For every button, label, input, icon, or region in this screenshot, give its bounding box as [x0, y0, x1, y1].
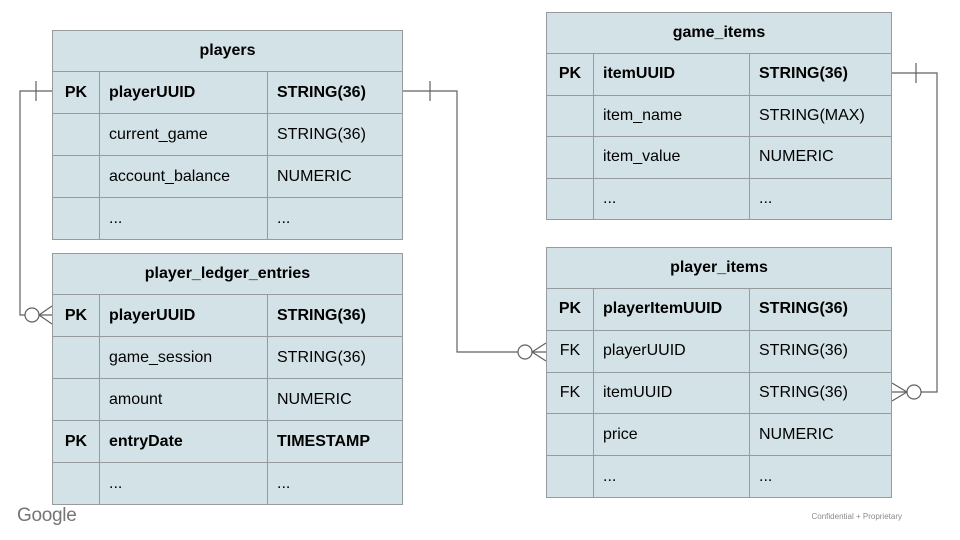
- column-type-cell: TIMESTAMP: [268, 420, 402, 462]
- key-cell: FK: [547, 371, 594, 414]
- column-name-cell: current_game: [100, 113, 268, 155]
- column-name-cell: playerUUID: [100, 294, 268, 336]
- column-type-cell: STRING(36): [750, 53, 891, 95]
- column-type-cell: STRING(36): [268, 113, 402, 155]
- column-type-cell: ...: [750, 177, 891, 219]
- relationship-players-to-player-ledger-entries: [19, 81, 53, 325]
- key-cell: [53, 378, 100, 420]
- column-name-cell: item_name: [594, 94, 750, 136]
- crow-foot-icon: [891, 382, 908, 402]
- key-cell: [53, 197, 100, 239]
- column-name-cell: game_session: [100, 336, 268, 378]
- key-cell: [53, 462, 100, 504]
- cardinality-zero-circle-icon: [906, 384, 922, 400]
- key-cell: PK: [53, 71, 100, 113]
- table-title: players: [199, 42, 256, 59]
- column-name-cell: ...: [594, 177, 750, 219]
- column-name-cell: entryDate: [100, 420, 268, 462]
- key-cell: PK: [547, 53, 594, 95]
- column-type-cell: STRING(MAX): [750, 94, 891, 136]
- column-type-cell: NUMERIC: [750, 413, 891, 456]
- column-type-cell: ...: [750, 455, 891, 497]
- cardinality-zero-circle-icon: [517, 344, 533, 360]
- column-name-cell: playerUUID: [100, 71, 268, 113]
- column-type-cell: NUMERIC: [268, 378, 402, 420]
- column-name-cell: playerItemUUID: [594, 288, 750, 330]
- key-cell: PK: [53, 420, 100, 462]
- column-type-cell: STRING(36): [750, 288, 891, 330]
- column-type-cell: ...: [268, 197, 402, 239]
- crow-foot-icon: [38, 305, 53, 325]
- key-cell: [547, 177, 594, 219]
- key-cell: [53, 113, 100, 155]
- column-type-cell: STRING(36): [750, 329, 891, 372]
- table-title: player_items: [670, 259, 768, 276]
- column-type-cell: ...: [268, 462, 402, 504]
- column-type-cell: STRING(36): [268, 294, 402, 336]
- key-cell: [547, 455, 594, 497]
- google-logo: Google: [17, 505, 77, 526]
- column-name-cell: ...: [594, 455, 750, 497]
- column-name-cell: itemUUID: [594, 53, 750, 95]
- column-name-cell: ...: [100, 197, 268, 239]
- column-name-cell: amount: [100, 378, 268, 420]
- cardinality-zero-circle-icon: [24, 307, 40, 323]
- key-cell: [547, 413, 594, 456]
- relationship-players-to-player-items: [403, 81, 547, 362]
- table-title: game_items: [672, 24, 766, 41]
- column-type-cell: NUMERIC: [750, 136, 891, 178]
- column-name-cell: playerUUID: [594, 329, 750, 372]
- key-cell: PK: [547, 288, 594, 330]
- column-name-cell: account_balance: [100, 155, 268, 197]
- key-cell: [53, 336, 100, 378]
- confidentiality-note: Confidential + Proprietary: [811, 512, 903, 521]
- column-type-cell: STRING(36): [268, 71, 402, 113]
- column-name-cell: itemUUID: [594, 371, 750, 414]
- key-cell: [547, 94, 594, 136]
- crow-foot-icon: [531, 342, 547, 362]
- column-name-cell: price: [594, 413, 750, 456]
- table-title: player_ledger_entries: [144, 265, 311, 282]
- relationship-game-items-to-player-items: [891, 63, 938, 402]
- key-cell: FK: [547, 329, 594, 372]
- column-name-cell: ...: [100, 462, 268, 504]
- key-cell: [547, 136, 594, 178]
- column-name-cell: item_value: [594, 136, 750, 178]
- column-type-cell: NUMERIC: [268, 155, 402, 197]
- column-type-cell: STRING(36): [268, 336, 402, 378]
- key-cell: PK: [53, 294, 100, 336]
- key-cell: [53, 155, 100, 197]
- column-type-cell: STRING(36): [750, 371, 891, 414]
